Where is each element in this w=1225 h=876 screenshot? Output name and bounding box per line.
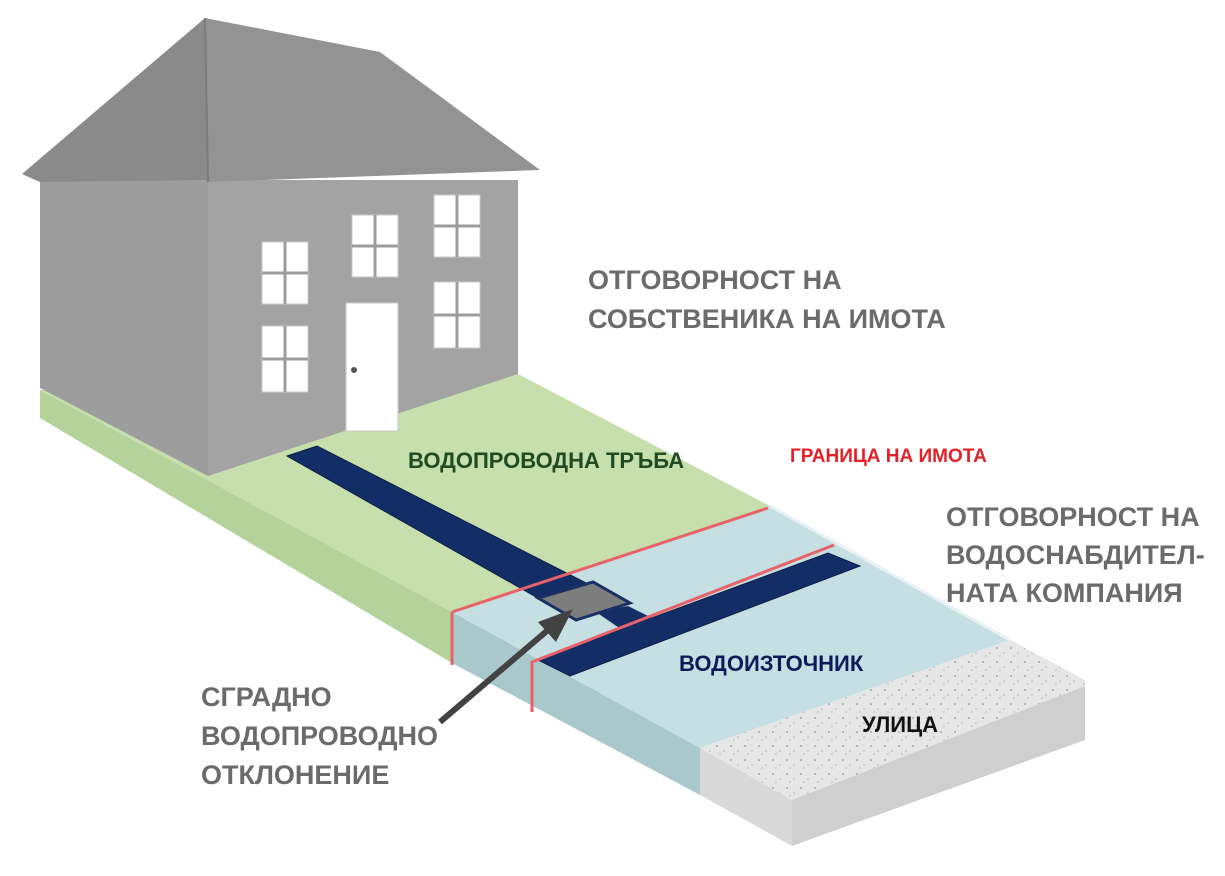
- lawn-side: [40, 390, 452, 663]
- house-roof-right: [205, 18, 540, 182]
- door-icon: [345, 302, 399, 432]
- street-front: [700, 748, 792, 846]
- owner-responsibility-line-2: СОБСТВЕНИКА НА ИМОТА: [588, 304, 946, 334]
- window-icon: [433, 281, 481, 349]
- utility-responsibility-label: ОТГОВОРНОСТ НА ВОДОСНАБДИТЕЛ- НАТА КОМПА…: [946, 498, 1205, 612]
- stub-arrow-head: [538, 609, 573, 642]
- house-door: [345, 302, 399, 432]
- utility-responsibility-line-3: НАТА КОМПАНИЯ: [946, 578, 1183, 608]
- door-knob: [351, 367, 357, 373]
- house-roof-left: [22, 18, 208, 182]
- utility-responsibility-line-1: ОТГОВОРНОСТ НА: [946, 502, 1200, 532]
- service-connector-pipe: [596, 606, 660, 634]
- stub-arrow-shaft: [438, 627, 550, 725]
- house-windows: [261, 194, 481, 393]
- owner-responsibility-line-1: ОТГОВОРНОСТ НА: [588, 265, 842, 295]
- strip-edge-line: [769, 504, 1011, 642]
- window-icon: [433, 194, 481, 258]
- house-front-wall: [40, 180, 208, 476]
- street-top: [700, 640, 1085, 800]
- street-side: [792, 686, 1085, 846]
- property-line-front: [530, 543, 835, 712]
- street: [700, 640, 1085, 846]
- service-stub-line-2: ВОДОПРОВОДНО: [201, 721, 438, 751]
- house: [22, 17, 540, 476]
- water-main-label: ВОДОИЗТОЧНИК: [679, 651, 864, 676]
- utility-responsibility-line-2: ВОДОСНАБДИТЕЛ-: [946, 540, 1205, 570]
- street-label: УЛИЦА: [862, 712, 939, 737]
- owner-responsibility-label: ОТГОВОРНОСТ НА СОБСТВЕНИКА НА ИМОТА: [588, 261, 946, 339]
- stub-arrow: [438, 609, 573, 725]
- window-icon: [261, 241, 309, 305]
- property-line-top: [451, 506, 769, 614]
- house-roof-ridge: [204, 17, 209, 183]
- water-main-pipe: [536, 552, 862, 677]
- property-lines: [450, 506, 835, 712]
- service-stub-line-1: СГРАДНО: [201, 682, 332, 712]
- property-line-label: ГРАНИЦА НА ИМОТА: [790, 446, 987, 467]
- water-line-label: ВОДОПРОВОДНА ТРЪБА: [408, 448, 685, 473]
- service-stub-label: СГРАДНО ВОДОПРОВОДНО ОТКЛОНЕНИЕ: [201, 678, 438, 795]
- window-icon: [261, 325, 309, 393]
- window-icon: [351, 214, 399, 278]
- service-stub-line-3: ОТКЛОНЕНИЕ: [201, 760, 390, 790]
